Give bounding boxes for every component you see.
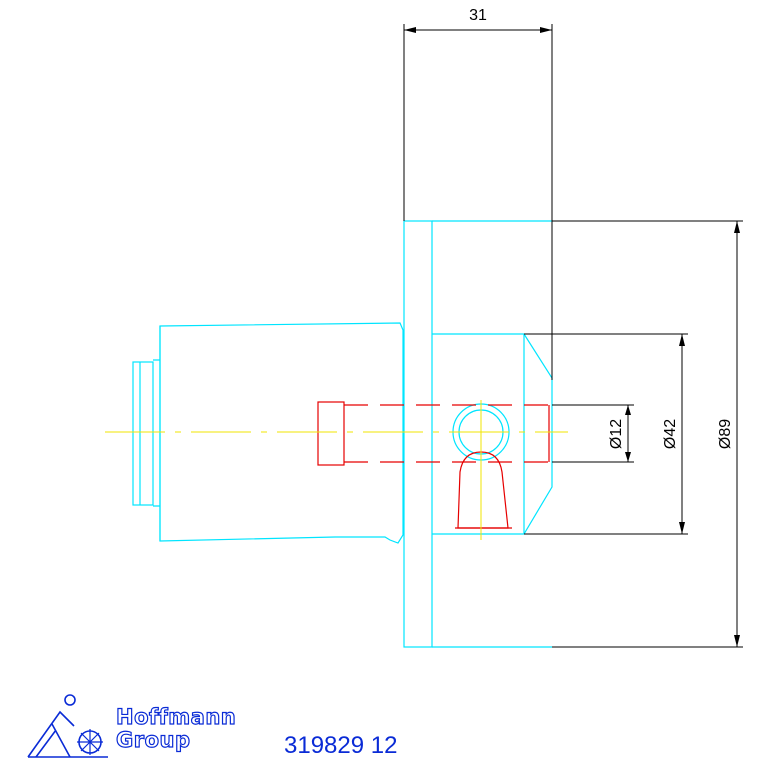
center-lines: [105, 400, 568, 540]
hidden-bore-lines: [317, 401, 552, 529]
part-number: 319829 12: [284, 732, 398, 759]
dimension-31: 31: [403, 7, 553, 380]
head-outline: [432, 333, 553, 535]
company-logo-text: Hoffmann Group: [115, 705, 237, 752]
dimension-d89: Ø89: [552, 220, 743, 648]
dimension-d42-label: Ø42: [662, 419, 679, 449]
dimension-d12: Ø12: [552, 404, 634, 463]
logo-line-2: Group: [115, 728, 191, 752]
dimension-d89-label: Ø89: [717, 419, 734, 449]
dimension-d42: Ø42: [524, 333, 688, 535]
hoffmann-logo-icon: [27, 694, 108, 758]
flange-outline: [403, 220, 552, 648]
logo-line-1: Hoffmann: [115, 705, 237, 729]
shank-outline: [132, 322, 404, 544]
dimension-d12-label: Ø12: [608, 419, 625, 449]
dimension-31-label: 31: [469, 7, 487, 24]
